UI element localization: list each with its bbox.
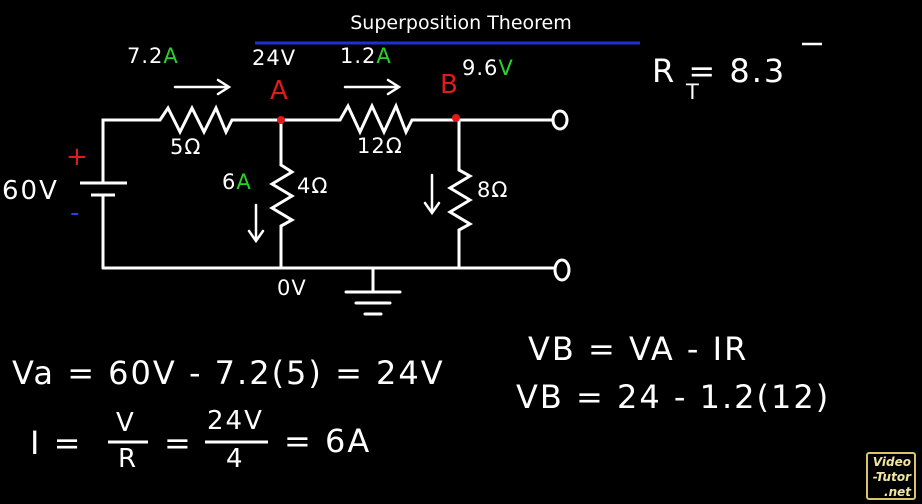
i-denominator-2: 4 xyxy=(226,444,245,474)
rt-equation: R = 8.3 xyxy=(652,52,787,90)
vb-equation-2: VB = 24 - 1.2(12) xyxy=(516,378,831,416)
current-arrow-down-1 xyxy=(247,203,265,244)
r1-label: 5Ω xyxy=(170,135,202,159)
video-tutor-logo: Video -Tutor .net xyxy=(866,452,916,500)
current-arrow-down-2 xyxy=(423,173,441,216)
r4-label: 8Ω xyxy=(477,178,509,202)
r2-label: 12Ω xyxy=(357,134,403,158)
node-a-voltage: 24V xyxy=(252,46,297,70)
node-b-dot xyxy=(452,114,460,122)
resistor-5ohm xyxy=(158,104,234,136)
ground-voltage: 0V xyxy=(277,276,307,300)
terminal-top xyxy=(551,109,569,131)
r3-label: 4Ω xyxy=(297,174,329,198)
resistor-12ohm xyxy=(338,102,414,136)
node-b-label: B xyxy=(440,70,460,100)
current-arrow-right-1 xyxy=(173,78,232,96)
current-1: 7.2A xyxy=(127,44,179,68)
resistor-8ohm xyxy=(447,168,474,232)
va-equation: Va = 60V - 7.2(5) = 24V xyxy=(12,354,445,392)
i-numerator: V xyxy=(116,408,136,438)
i-numerator-2: 24V xyxy=(207,406,264,436)
i-denominator: R xyxy=(118,444,139,474)
source-voltage: 60V xyxy=(2,176,59,206)
current-arrow-right-2 xyxy=(343,78,402,96)
page-title: Superposition Theorem xyxy=(350,12,572,34)
i-result: = 6A xyxy=(284,422,372,460)
vb-equation-1: VB = VA - IR xyxy=(528,330,749,368)
current-2: 1.2A xyxy=(340,44,392,68)
node-a-dot xyxy=(277,116,285,124)
wires xyxy=(101,102,555,316)
battery-minus: - xyxy=(70,198,82,228)
i-lhs: I = xyxy=(30,424,83,462)
terminal-bottom xyxy=(553,258,571,282)
resistor-4ohm xyxy=(269,163,296,228)
current-3: 6A xyxy=(222,170,252,194)
battery-plus: + xyxy=(66,142,90,172)
i-equals: = xyxy=(164,424,193,462)
node-a-label: A xyxy=(270,76,290,106)
rt-subscript: T xyxy=(686,80,700,104)
node-b-voltage: 9.6V xyxy=(462,56,514,80)
